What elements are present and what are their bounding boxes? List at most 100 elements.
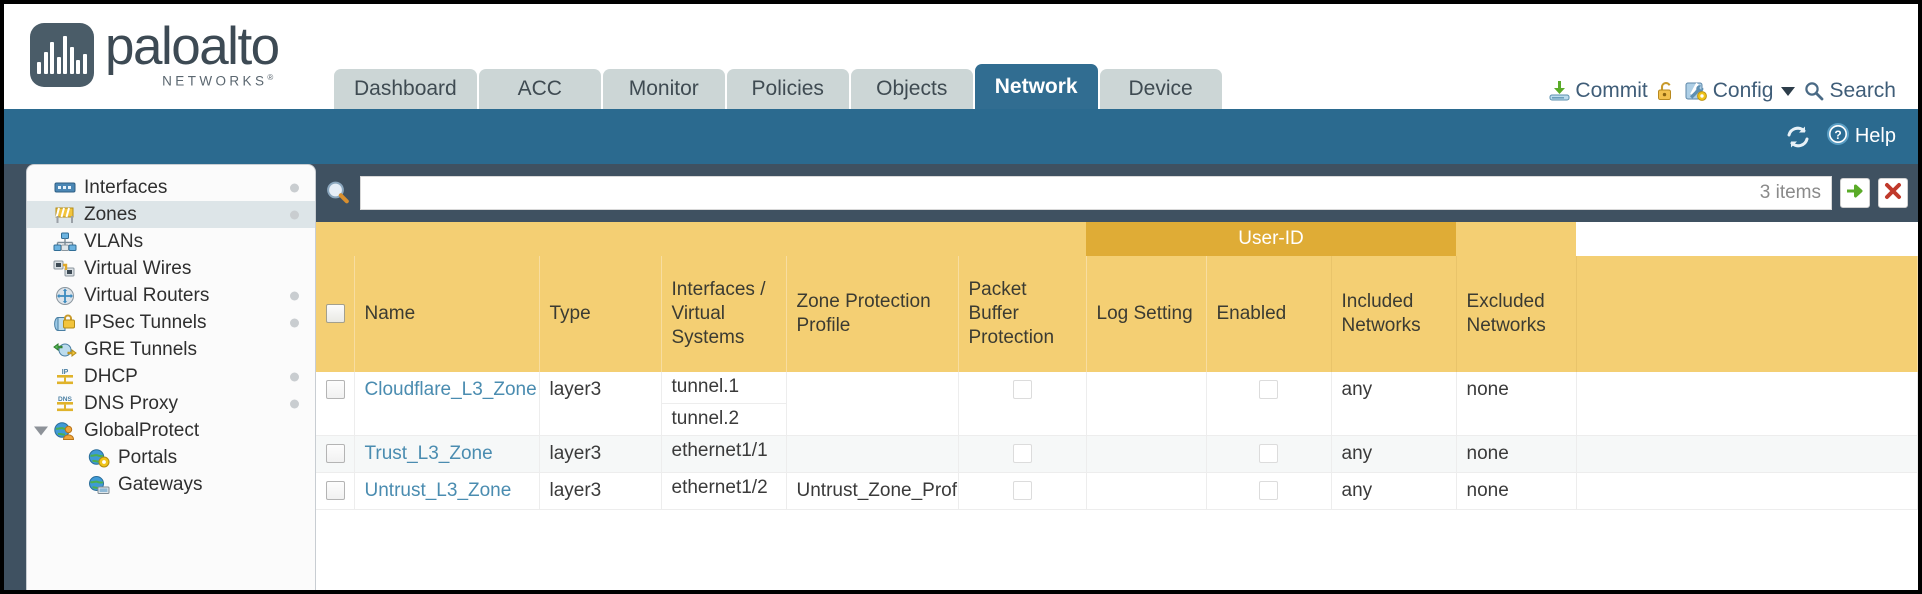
- sidebar-item-zones[interactable]: Zones: [27, 201, 315, 228]
- interface-entry: tunnel.2: [661, 403, 786, 435]
- column-header-name[interactable]: Name: [354, 256, 540, 372]
- cell-log-setting: [1086, 372, 1207, 436]
- sidebar-item-gre-tunnels[interactable]: GRE Tunnels: [27, 336, 315, 363]
- row-checkbox[interactable]: [326, 444, 345, 464]
- column-header-type[interactable]: Type: [539, 256, 662, 372]
- packet-buffer-protection-checkbox[interactable]: [1012, 444, 1032, 464]
- column-header-zone-protection-profile[interactable]: Zone Protection Profile: [786, 256, 959, 372]
- cell-zone-protection-profile: [786, 435, 959, 473]
- chevron-down-icon[interactable]: [1781, 86, 1796, 96]
- cell-excluded-networks: none: [1456, 472, 1577, 510]
- brand-logo[interactable]: paloalto NETWORKS®: [30, 20, 280, 89]
- sidebar-item-label: Interfaces: [84, 176, 168, 198]
- globalprotect-icon: [53, 421, 77, 441]
- help-button[interactable]: ? Help: [1826, 122, 1896, 152]
- sidebar-item-interfaces[interactable]: Interfaces: [27, 174, 315, 201]
- tab-monitor[interactable]: Monitor: [602, 69, 725, 109]
- column-header-interfaces[interactable]: Interfaces / Virtual Systems: [661, 256, 787, 372]
- lock-button[interactable]: [1657, 81, 1676, 102]
- sidebar-item-ipsec-tunnels[interactable]: IPSec Tunnels: [27, 309, 315, 336]
- brand-subtitle: NETWORKS®: [162, 73, 277, 89]
- cell-interfaces: tunnel.1 tunnel.2: [661, 372, 787, 436]
- cell-included-networks: any: [1331, 435, 1457, 473]
- sidebar-item-globalprotect[interactable]: GlobalProtect: [27, 417, 315, 444]
- zone-name-link[interactable]: Untrust_L3_Zone: [364, 480, 512, 501]
- table-row[interactable]: Untrust_L3_Zone layer3 ethernet1/2 Untru…: [316, 472, 1918, 510]
- select-all-checkbox[interactable]: [326, 304, 345, 324]
- config-label: Config: [1712, 79, 1774, 102]
- row-checkbox[interactable]: [326, 380, 345, 400]
- apply-filter-button[interactable]: [1840, 178, 1870, 208]
- column-header-log-setting[interactable]: Log Setting: [1086, 256, 1207, 372]
- zone-name-link[interactable]: Cloudflare_L3_Zone: [364, 379, 537, 400]
- expand-collapse-icon[interactable]: [34, 426, 48, 435]
- sidebar-item-virtual-routers[interactable]: Virtual Routers: [27, 282, 315, 309]
- tab-objects[interactable]: Objects: [850, 69, 973, 109]
- search-field-wrapper[interactable]: 3 items: [360, 176, 1832, 210]
- tab-network[interactable]: Network: [974, 64, 1098, 109]
- interface-entry: tunnel.1: [671, 376, 740, 397]
- sidebar-item-gateways[interactable]: Gateways: [27, 471, 315, 498]
- svg-text:IP: IP: [62, 369, 69, 376]
- sidebar-item-dns-proxy[interactable]: DNS DNS Proxy: [27, 390, 315, 417]
- svg-text:?: ?: [1834, 128, 1841, 142]
- apply-arrow-icon: [1845, 181, 1865, 206]
- cell-name: Untrust_L3_Zone: [354, 472, 540, 510]
- sidebar-item-label: Zones: [84, 203, 137, 225]
- tab-dashboard[interactable]: Dashboard: [334, 69, 477, 109]
- cell-type: layer3: [539, 472, 662, 510]
- cell-tail: [1576, 435, 1918, 473]
- paloalto-logo-icon: [30, 23, 94, 88]
- clear-filter-button[interactable]: [1878, 178, 1908, 208]
- tab-policies[interactable]: Policies: [726, 69, 849, 109]
- commit-icon: [1548, 80, 1570, 102]
- cell-packet-buffer-protection: [958, 472, 1087, 510]
- config-button[interactable]: Config: [1685, 79, 1796, 103]
- sidebar-item-vlans[interactable]: VLANs: [27, 228, 315, 255]
- userid-enabled-checkbox[interactable]: [1259, 481, 1278, 501]
- refresh-icon[interactable]: [1785, 125, 1811, 149]
- main-tab-bar: Dashboard ACC Monitor Policies Objects N…: [334, 64, 1222, 109]
- tab-acc[interactable]: ACC: [478, 69, 601, 109]
- content-pane: 3 items: [316, 164, 1918, 590]
- commit-label: Commit: [1575, 79, 1648, 102]
- top-brand-bar: paloalto NETWORKS® Dashboard ACC Monitor…: [4, 4, 1918, 109]
- column-header-included-networks[interactable]: Included Networks: [1331, 256, 1457, 372]
- sub-toolbar: ? Help: [4, 109, 1918, 164]
- cell-tail: [1576, 472, 1918, 510]
- help-icon: ?: [1826, 122, 1850, 152]
- column-header-enabled[interactable]: Enabled: [1206, 256, 1332, 372]
- packet-buffer-protection-checkbox[interactable]: [1012, 380, 1032, 400]
- userid-enabled-checkbox[interactable]: [1259, 380, 1278, 400]
- sidebar-item-label: Gateways: [118, 473, 203, 495]
- sidebar-status-dot: [290, 183, 299, 192]
- clear-x-icon: [1883, 181, 1903, 206]
- search-icon[interactable]: [324, 179, 352, 207]
- column-header-packet-buffer-protection[interactable]: Packet Buffer Protection: [958, 256, 1087, 372]
- sidebar-item-virtual-wires[interactable]: Virtual Wires: [27, 255, 315, 282]
- virtual-routers-icon: [53, 286, 77, 306]
- cell-type: layer3: [539, 435, 662, 473]
- sidebar-item-portals[interactable]: Portals: [27, 444, 315, 471]
- sidebar-item-dhcp[interactable]: IP DHCP: [27, 363, 315, 390]
- cell-zone-protection-profile: [786, 372, 959, 436]
- cell-included-networks: any: [1331, 472, 1457, 510]
- packet-buffer-protection-checkbox[interactable]: [1012, 481, 1032, 501]
- table-row[interactable]: Trust_L3_Zone layer3 ethernet1/1: [316, 435, 1918, 473]
- filter-toolbar: 3 items: [316, 164, 1918, 222]
- search-label: Search: [1829, 79, 1896, 102]
- zone-name-link[interactable]: Trust_L3_Zone: [364, 443, 493, 464]
- sidebar-item-label: Virtual Routers: [84, 284, 210, 306]
- cell-log-setting: [1086, 435, 1207, 473]
- search-button[interactable]: Search: [1804, 79, 1896, 103]
- sidebar-item-label: Portals: [118, 446, 178, 468]
- row-checkbox[interactable]: [326, 481, 345, 501]
- commit-button[interactable]: Commit: [1548, 79, 1648, 103]
- search-input[interactable]: [361, 177, 1754, 209]
- dns-proxy-icon: DNS: [53, 394, 77, 414]
- userid-enabled-checkbox[interactable]: [1259, 444, 1278, 464]
- row-select-cell: [316, 372, 355, 436]
- tab-device[interactable]: Device: [1099, 69, 1222, 109]
- column-header-excluded-networks[interactable]: Excluded Networks: [1456, 256, 1577, 372]
